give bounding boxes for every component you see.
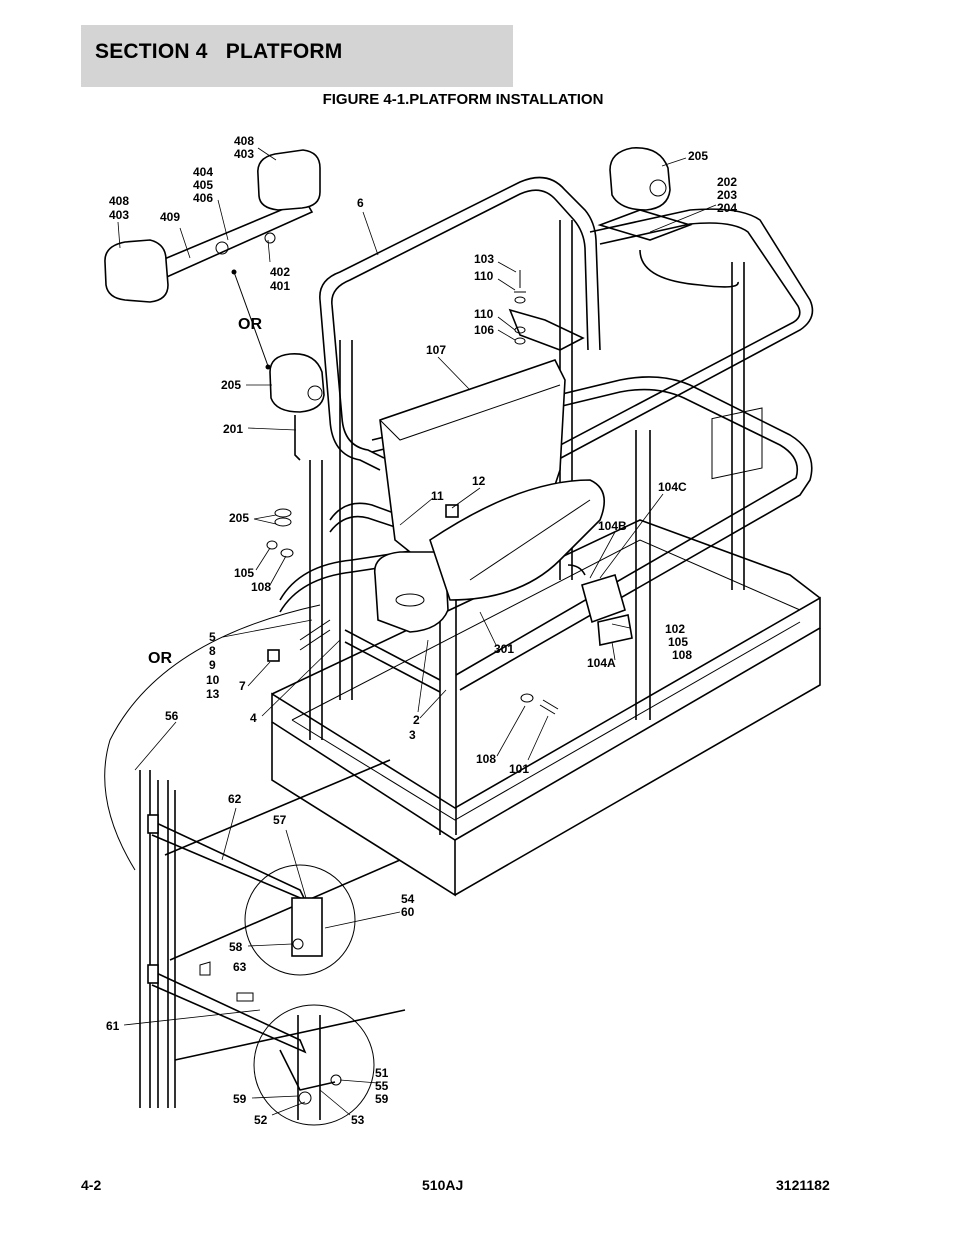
callout-201: 201 <box>223 422 243 436</box>
callout-101: 101 <box>509 762 529 776</box>
or-label: OR <box>238 316 262 333</box>
callout-108: 108 <box>672 648 692 662</box>
placard <box>711 407 763 480</box>
callout-110: 110 <box>474 269 494 283</box>
leader-lines <box>117 147 717 1116</box>
footswitch <box>567 564 633 646</box>
callout-51: 51 <box>375 1066 389 1080</box>
callout-58: 58 <box>229 940 243 954</box>
figure-title: FIGURE 4-1.PLATFORM INSTALLATION <box>0 91 954 108</box>
callout-13: 13 <box>206 687 220 701</box>
callout-60: 60 <box>401 905 415 919</box>
page-number: 4-2 <box>81 1177 102 1193</box>
callout-54: 54 <box>401 892 415 906</box>
callout-56: 56 <box>165 709 179 723</box>
figure-title-text: FIGURE 4-1.PLATFORM INSTALLATION <box>322 91 604 108</box>
single-light-right <box>597 147 693 241</box>
callout-406: 406 <box>193 191 213 205</box>
section-title: SECTION 4 PLATFORM <box>95 40 343 63</box>
callout-202: 202 <box>717 175 737 189</box>
or-arrows <box>231 269 271 370</box>
callout-104b: 104B <box>598 519 627 533</box>
callout-59: 59 <box>233 1092 247 1106</box>
rear-top-rail <box>319 176 601 471</box>
callout-61: 61 <box>106 1019 120 1033</box>
control-box <box>373 359 606 633</box>
or-label: OR <box>148 650 172 667</box>
callout-62: 62 <box>228 792 242 806</box>
callout-57: 57 <box>273 813 287 827</box>
callout-106: 106 <box>474 323 494 337</box>
callout-59: 59 <box>375 1092 389 1106</box>
callout-8: 8 <box>209 644 216 658</box>
small-hardware <box>266 270 585 715</box>
platform-floor <box>271 519 821 897</box>
callout-301: 301 <box>494 642 514 656</box>
callout-405: 405 <box>193 178 213 192</box>
right-top-rail <box>455 208 814 513</box>
callout-11: 11 <box>431 489 444 503</box>
callout-205: 205 <box>221 378 241 392</box>
mid-rail <box>279 376 813 691</box>
model-number: 510AJ <box>422 1177 464 1193</box>
callout-203: 203 <box>717 188 737 202</box>
callout-10: 10 <box>206 673 220 687</box>
callout-205: 205 <box>229 511 249 525</box>
callout-53: 53 <box>351 1113 365 1127</box>
callout-104a: 104A <box>587 656 616 670</box>
callout-9: 9 <box>209 658 216 672</box>
section-header-band <box>81 25 513 87</box>
document-number: 3121182 <box>776 1177 830 1193</box>
callout-108: 108 <box>251 580 271 594</box>
callout-110: 110 <box>474 307 494 321</box>
callout-104c: 104C <box>658 480 687 494</box>
callout-6: 6 <box>357 196 364 210</box>
callout-205: 205 <box>688 149 708 163</box>
callout-403: 403 <box>109 208 129 222</box>
callout-108: 108 <box>476 752 496 766</box>
callout-55: 55 <box>375 1079 389 1093</box>
callout-403: 403 <box>234 147 254 161</box>
callout-63: 63 <box>233 960 247 974</box>
callout-105: 105 <box>668 635 688 649</box>
callout-409: 409 <box>160 210 180 224</box>
gate-latch-detail <box>104 604 406 1126</box>
callout-12: 12 <box>472 474 486 488</box>
callout-204: 204 <box>717 201 737 215</box>
callout-105: 105 <box>234 566 254 580</box>
callout-103: 103 <box>474 252 494 266</box>
callout-5: 5 <box>209 630 216 644</box>
callout-102: 102 <box>665 622 685 636</box>
callout-7: 7 <box>239 679 246 693</box>
callout-52: 52 <box>254 1113 268 1127</box>
callout-107: 107 <box>426 343 446 357</box>
callout-408: 408 <box>109 194 129 208</box>
callout-3: 3 <box>409 728 416 742</box>
callout-4: 4 <box>250 711 257 725</box>
callout-402: 402 <box>270 265 290 279</box>
callout-labels: 408 403 404 405 406 408 403 409 402 401 … <box>106 134 737 1127</box>
callout-401: 401 <box>270 279 290 293</box>
single-light-left <box>269 353 325 461</box>
work-light-bar <box>104 149 321 303</box>
callout-2: 2 <box>413 713 420 727</box>
callout-404: 404 <box>193 165 213 179</box>
callout-408: 408 <box>234 134 254 148</box>
